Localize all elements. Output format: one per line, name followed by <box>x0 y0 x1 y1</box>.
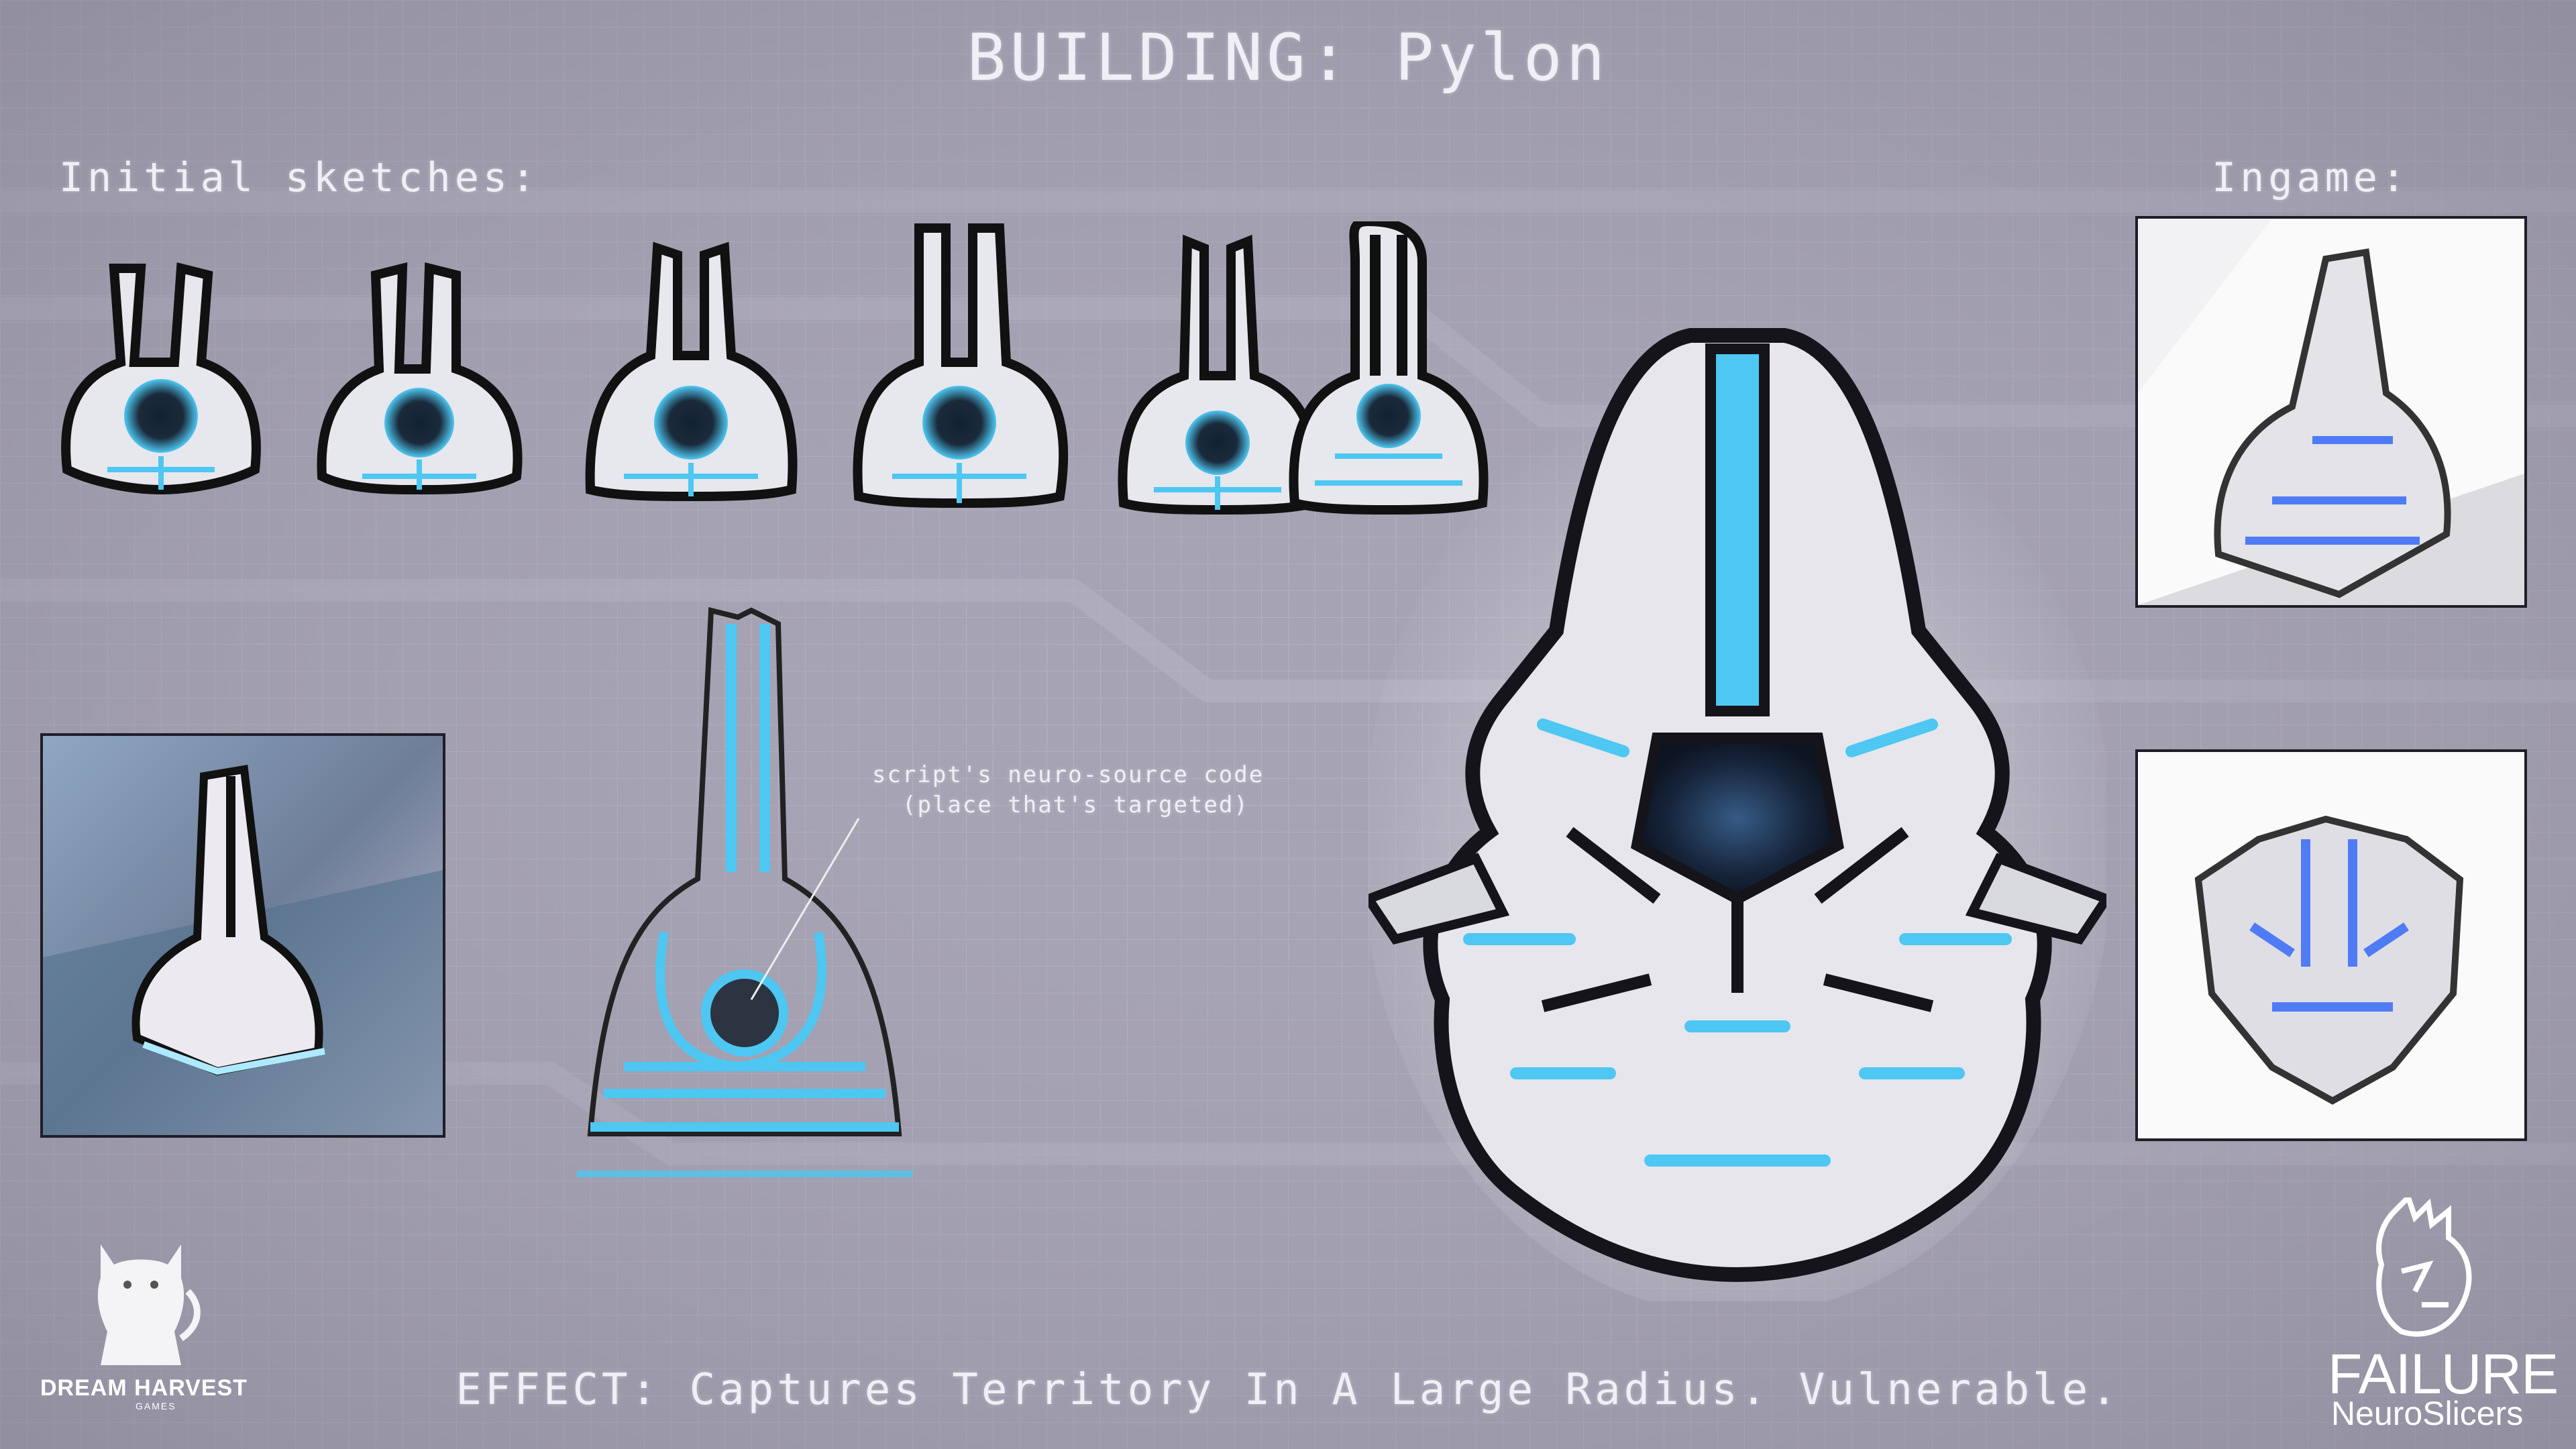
sketch-4 <box>853 223 1069 508</box>
annotation-line-1: script's neuro-source code <box>872 761 1265 788</box>
studio-name: DREAM HARVEST <box>40 1375 248 1401</box>
sketch-2 <box>317 262 523 494</box>
sketch-1 <box>61 262 261 495</box>
ingame-render-1 <box>2135 216 2527 608</box>
effect-text: EFFECT: Captures Territory In A Large Ra… <box>455 1365 2121 1415</box>
game-title: FAILURE <box>2328 1342 2559 1405</box>
dream-harvest-mascot-icon <box>97 1244 201 1365</box>
line-sketch <box>577 606 912 1177</box>
game-subtitle: NeuroSlicers <box>2331 1395 2524 1432</box>
failure-lion-icon <box>2376 1197 2472 1337</box>
ingame-render-2 <box>2135 749 2527 1141</box>
sketch-5 <box>1118 234 1321 515</box>
main-pylon-render <box>1368 328 2106 1301</box>
studio-sub: GAMES <box>136 1401 176 1411</box>
sketch-6 <box>1289 221 1489 515</box>
sketch-row <box>61 221 1489 515</box>
annotation-line-2: (place that's targeted) <box>902 792 1249 818</box>
sketch-3 <box>585 241 798 501</box>
concept-render-frame <box>40 733 445 1138</box>
page-title: BUILDING: Pylon <box>967 20 1609 95</box>
ingame-label: Ingame: <box>2212 154 2410 201</box>
initial-sketches-label: Initial sketches: <box>59 154 540 201</box>
